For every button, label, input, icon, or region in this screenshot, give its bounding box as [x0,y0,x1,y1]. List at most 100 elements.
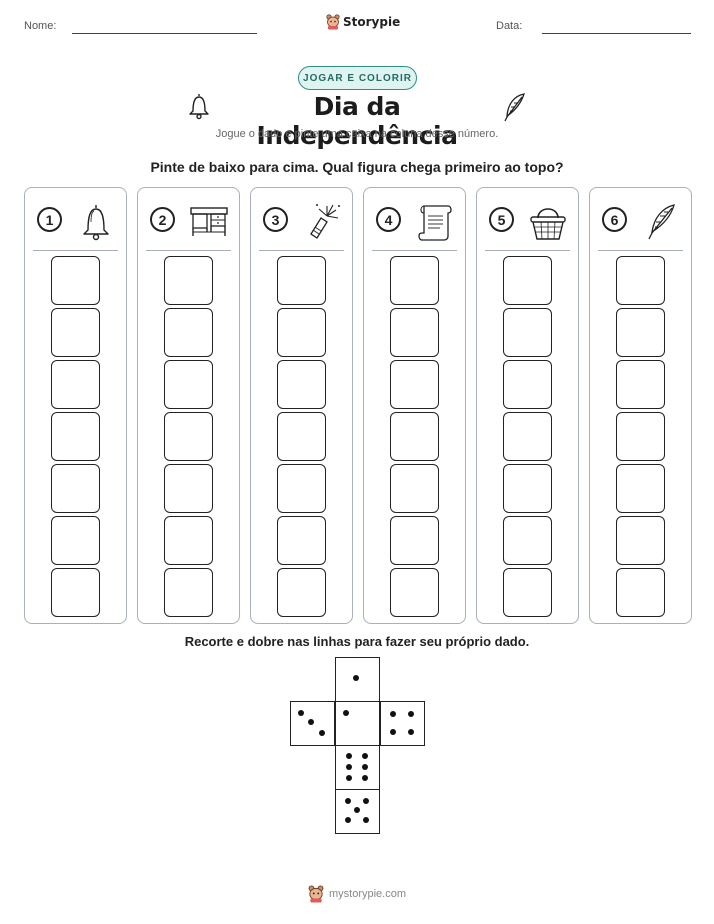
column-5: 5 [476,187,579,624]
footer-url: mystorypie.com [329,888,407,900]
die-pip [390,711,396,717]
column-4: 4 [363,187,466,624]
color-box[interactable] [390,516,439,565]
bell-icon [83,205,109,241]
color-box[interactable] [503,412,552,461]
die-pip [362,764,368,770]
footer: mystorypie.com [308,885,406,903]
die-face-4 [380,701,425,746]
color-box[interactable] [51,360,100,409]
die-pip [408,711,414,717]
quill-icon [648,204,675,240]
die-face-1 [335,701,380,746]
die-pip [343,710,349,716]
die-pip [408,729,414,735]
color-box[interactable] [164,360,213,409]
color-box[interactable] [277,412,326,461]
color-box[interactable] [503,360,552,409]
color-box[interactable] [164,256,213,305]
activity-tag: JOGAR E COLORIR [298,66,417,90]
color-box[interactable] [277,568,326,617]
column-divider [33,250,118,251]
column-number: 5 [489,207,514,232]
color-box[interactable] [277,464,326,513]
color-box[interactable] [503,568,552,617]
color-box[interactable] [503,464,552,513]
color-box[interactable] [390,256,439,305]
color-box[interactable] [390,568,439,617]
die-pip [308,719,314,725]
color-box[interactable] [51,568,100,617]
bear-logo-icon [308,885,324,903]
die-face-6 [335,745,380,790]
color-box[interactable] [616,308,665,357]
die-pip [346,764,352,770]
scroll-icon [418,205,452,241]
firework-icon [310,204,340,239]
die-face-1 [335,657,380,702]
color-box[interactable] [616,256,665,305]
column-number: 2 [150,207,175,232]
die-pip [346,775,352,781]
die-pip [390,729,396,735]
color-box[interactable] [503,256,552,305]
die-pip [345,817,351,823]
color-box[interactable] [164,516,213,565]
date-label: Data: [496,20,523,32]
bell-icon [189,93,209,120]
column-3: 3 [250,187,353,624]
color-box[interactable] [51,464,100,513]
color-box[interactable] [51,308,100,357]
column-number: 6 [602,207,627,232]
column-divider [485,250,570,251]
die-net [290,657,426,835]
basket-icon [530,208,566,240]
color-box[interactable] [51,516,100,565]
color-box[interactable] [164,308,213,357]
color-box[interactable] [390,464,439,513]
color-box[interactable] [164,568,213,617]
color-box[interactable] [277,516,326,565]
color-box[interactable] [503,516,552,565]
color-box[interactable] [616,516,665,565]
color-box[interactable] [390,308,439,357]
color-box[interactable] [503,308,552,357]
color-box[interactable] [277,256,326,305]
color-box[interactable] [277,308,326,357]
name-line[interactable] [72,33,257,34]
die-pip [298,710,304,716]
column-number: 3 [263,207,288,232]
die-pip [319,730,325,736]
column-divider [598,250,683,251]
column-divider [259,250,344,251]
color-box[interactable] [616,412,665,461]
die-pip [363,798,369,804]
page-title: Dia da Independência [256,92,458,150]
die-pip [363,817,369,823]
instruction: Pinte de baixo para cima. Qual figura ch… [150,159,564,175]
cutout-instruction: Recorte e dobre nas linhas para fazer se… [184,634,530,649]
column-divider [372,250,457,251]
color-box[interactable] [164,412,213,461]
color-box[interactable] [277,360,326,409]
color-box[interactable] [51,256,100,305]
name-label: Nome: [24,20,57,32]
column-1: 1 [24,187,127,624]
color-box[interactable] [616,464,665,513]
color-box[interactable] [51,412,100,461]
column-2: 2 [137,187,240,624]
brand-name: Storypie [343,15,401,29]
color-box[interactable] [616,568,665,617]
date-line[interactable] [542,33,691,34]
color-box[interactable] [390,412,439,461]
column-number: 4 [376,207,401,232]
die-pip [345,798,351,804]
column-divider [146,250,231,251]
color-box[interactable] [616,360,665,409]
die-pip [362,753,368,759]
color-box[interactable] [164,464,213,513]
color-box[interactable] [390,360,439,409]
die-pip [362,775,368,781]
quill-icon [504,93,525,122]
subtitle: Jogue o dado e pinte uma caixa na coluna… [215,128,499,140]
